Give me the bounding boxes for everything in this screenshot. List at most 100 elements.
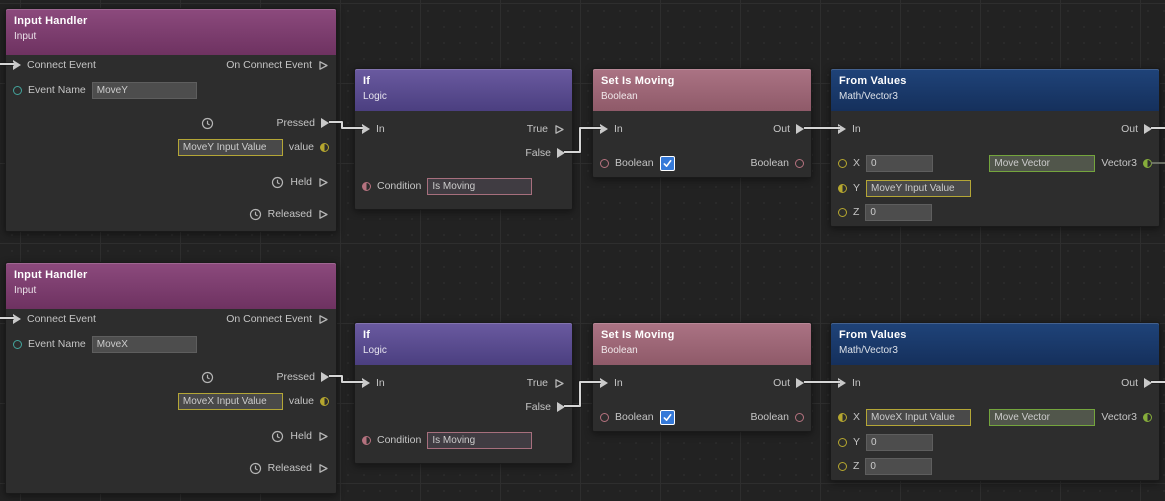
boolean-port-icon[interactable]	[795, 412, 804, 422]
string-port-icon[interactable]	[13, 339, 22, 349]
exec-out-port-icon[interactable]	[318, 209, 329, 220]
node-set-is-moving-bottom[interactable]: Set Is Moving Boolean In Out Boolean Boo…	[592, 322, 812, 432]
z-input[interactable]	[865, 203, 933, 221]
port-row: Z	[831, 200, 1159, 224]
y-input[interactable]	[866, 179, 972, 197]
vector3-port-icon[interactable]	[1143, 412, 1152, 422]
number-port-icon[interactable]	[838, 412, 847, 422]
x-input[interactable]	[866, 408, 972, 426]
exec-out-port-icon[interactable]	[318, 431, 329, 442]
node-header[interactable]: If Logic	[355, 323, 572, 365]
boolean-port-icon[interactable]	[362, 435, 371, 445]
exec-out-port-icon[interactable]	[554, 378, 565, 389]
exec-out-port-icon[interactable]	[796, 378, 804, 388]
timer-icon	[272, 176, 284, 188]
number-port-icon[interactable]	[320, 396, 329, 406]
vector-name-input[interactable]	[989, 408, 1096, 426]
string-port-icon[interactable]	[13, 85, 22, 95]
port-row: In Out	[593, 117, 811, 141]
port-label: Held	[290, 430, 312, 442]
y-input[interactable]	[866, 433, 934, 451]
exec-out-port-icon[interactable]	[554, 124, 565, 135]
port-label: Held	[290, 176, 312, 188]
exec-in-port-icon[interactable]	[600, 124, 608, 134]
port-label: In	[614, 123, 623, 135]
node-from-values-top[interactable]: From Values Math/Vector3 In Out X Vector…	[830, 68, 1160, 227]
port-label: Condition	[377, 434, 422, 446]
node-header[interactable]: Input Handler Input	[6, 263, 336, 309]
exec-out-port-icon[interactable]	[321, 372, 329, 382]
event-name-input[interactable]	[91, 81, 197, 99]
port-label: Pressed	[276, 371, 315, 383]
exec-out-port-icon[interactable]	[796, 124, 804, 134]
timer-icon	[202, 371, 214, 383]
exec-out-port-icon[interactable]	[318, 314, 329, 325]
node-header[interactable]: Input Handler Input	[6, 9, 336, 55]
condition-input[interactable]	[427, 177, 533, 195]
exec-in-port-icon[interactable]	[362, 124, 370, 134]
exec-in-port-icon[interactable]	[838, 124, 846, 134]
exec-out-port-icon[interactable]	[321, 118, 329, 128]
condition-input[interactable]	[427, 431, 533, 449]
x-input[interactable]	[866, 154, 934, 172]
number-port-icon[interactable]	[838, 461, 847, 471]
node-if-bottom[interactable]: If Logic In True False Condition	[354, 322, 573, 464]
boolean-port-icon[interactable]	[362, 181, 371, 191]
port-row: Pressed	[6, 111, 336, 135]
node-input-handler-movex[interactable]: Input Handler Input Connect Event On Con…	[5, 262, 337, 494]
port-label: False	[525, 147, 551, 159]
exec-in-port-icon[interactable]	[13, 314, 21, 324]
exec-in-port-icon[interactable]	[362, 378, 370, 388]
value-input[interactable]	[177, 138, 283, 156]
boolean-checkbox[interactable]	[659, 155, 675, 171]
node-header[interactable]: If Logic	[355, 69, 572, 111]
node-if-top[interactable]: If Logic In True False Condition	[354, 68, 573, 210]
node-title: Input Handler	[14, 269, 88, 281]
port-row: In True	[355, 371, 572, 395]
exec-out-port-icon[interactable]	[1144, 378, 1152, 388]
number-port-icon[interactable]	[838, 183, 847, 193]
vector-name-input[interactable]	[989, 154, 1096, 172]
port-row: Event Name	[6, 78, 336, 102]
node-header[interactable]: From Values Math/Vector3	[831, 69, 1159, 111]
value-input[interactable]	[177, 392, 283, 410]
vector3-port-icon[interactable]	[1143, 158, 1152, 168]
node-header[interactable]: Set Is Moving Boolean	[593, 323, 811, 365]
number-port-icon[interactable]	[838, 158, 847, 168]
port-label: Vector3	[1101, 411, 1137, 423]
exec-out-port-icon[interactable]	[318, 177, 329, 188]
boolean-port-icon[interactable]	[600, 158, 609, 168]
node-input-handler-movey[interactable]: Input Handler Input Connect Event On Con…	[5, 8, 337, 232]
z-input[interactable]	[865, 457, 933, 475]
event-name-input[interactable]	[91, 335, 197, 353]
node-header[interactable]: From Values Math/Vector3	[831, 323, 1159, 365]
exec-in-port-icon[interactable]	[838, 378, 846, 388]
boolean-port-icon[interactable]	[600, 412, 609, 422]
node-subtitle: Boolean	[601, 91, 638, 102]
exec-out-port-icon[interactable]	[1144, 124, 1152, 134]
number-port-icon[interactable]	[838, 207, 847, 217]
exec-out-port-icon[interactable]	[318, 60, 329, 71]
port-row: Vector3	[831, 151, 1159, 175]
port-label: Boolean	[615, 157, 654, 169]
port-label: Out	[773, 377, 790, 389]
timer-icon	[249, 208, 261, 220]
port-label: On Connect Event	[226, 59, 312, 71]
node-from-values-bottom[interactable]: From Values Math/Vector3 In Out X Vector…	[830, 322, 1160, 481]
port-label: Released	[267, 462, 312, 474]
node-title: From Values	[839, 329, 907, 341]
exec-out-port-icon[interactable]	[318, 463, 329, 474]
number-port-icon[interactable]	[320, 142, 329, 152]
boolean-port-icon[interactable]	[795, 158, 804, 168]
node-header[interactable]: Set Is Moving Boolean	[593, 69, 811, 111]
node-subtitle: Math/Vector3	[839, 91, 898, 102]
port-row: Released	[6, 456, 336, 480]
exec-in-port-icon[interactable]	[13, 60, 21, 70]
boolean-checkbox[interactable]	[659, 409, 675, 425]
number-port-icon[interactable]	[838, 437, 847, 447]
exec-out-port-icon[interactable]	[557, 402, 565, 412]
node-set-is-moving-top[interactable]: Set Is Moving Boolean In Out Boolean Boo…	[592, 68, 812, 178]
exec-in-port-icon[interactable]	[600, 378, 608, 388]
exec-out-port-icon[interactable]	[557, 148, 565, 158]
